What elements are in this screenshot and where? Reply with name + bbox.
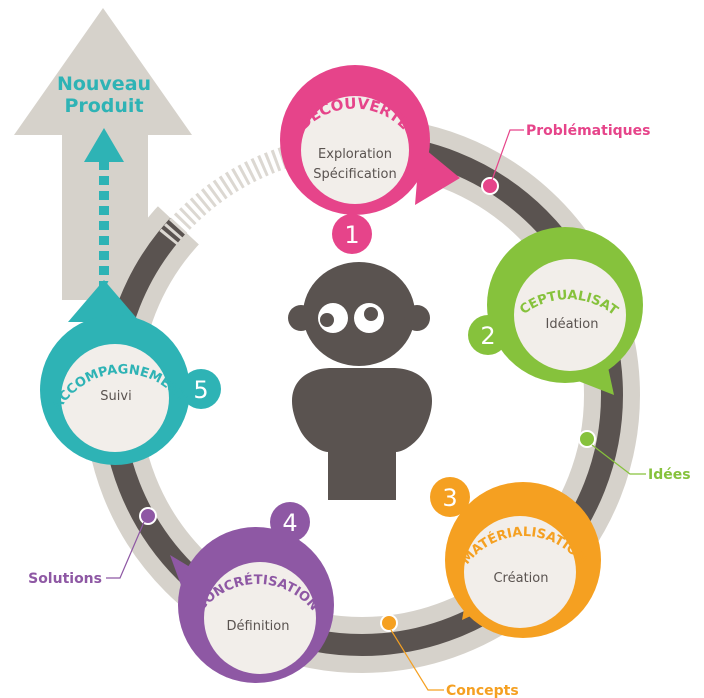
dashed-arrow-head [84, 128, 124, 162]
idees-line [591, 444, 646, 475]
problematiques-label: Problématiques [526, 123, 650, 139]
stage-1-number: 1 [344, 221, 359, 249]
problematiques-dot [481, 177, 499, 195]
stage-4-line1: Définition [227, 619, 290, 634]
solutions-line [106, 521, 145, 579]
stage-5-line1: Suivi [100, 389, 131, 404]
solutions-label: Solutions [28, 571, 102, 587]
stage-2-bubble [468, 227, 643, 395]
idees-dot [578, 430, 596, 448]
stage-1-line1: Exploration [318, 147, 392, 162]
stage-4-number: 4 [282, 509, 297, 537]
output-line1: Nouveau [57, 73, 151, 95]
concepts-label: Concepts [446, 683, 519, 698]
stage-3-number: 3 [442, 484, 457, 512]
stage-3-line1: Création [493, 571, 548, 586]
problematiques-line [491, 129, 524, 181]
stage-2-number: 2 [480, 322, 495, 350]
person-icon [288, 262, 433, 500]
stage-2-line1: Idéation [546, 317, 599, 332]
output-line2: Produit [64, 95, 143, 117]
stage-1-bubble [280, 65, 460, 254]
idees-label: Idées [648, 467, 691, 483]
stage-3-bubble [430, 477, 601, 638]
stage-4-bubble [170, 502, 334, 683]
concepts-dot [380, 614, 398, 632]
stage-5-number: 5 [193, 376, 208, 404]
concepts-line [390, 629, 444, 691]
solutions-dot [139, 507, 157, 525]
stage-5-bubble [40, 280, 221, 465]
stage-1-line2: Spécification [313, 167, 396, 182]
